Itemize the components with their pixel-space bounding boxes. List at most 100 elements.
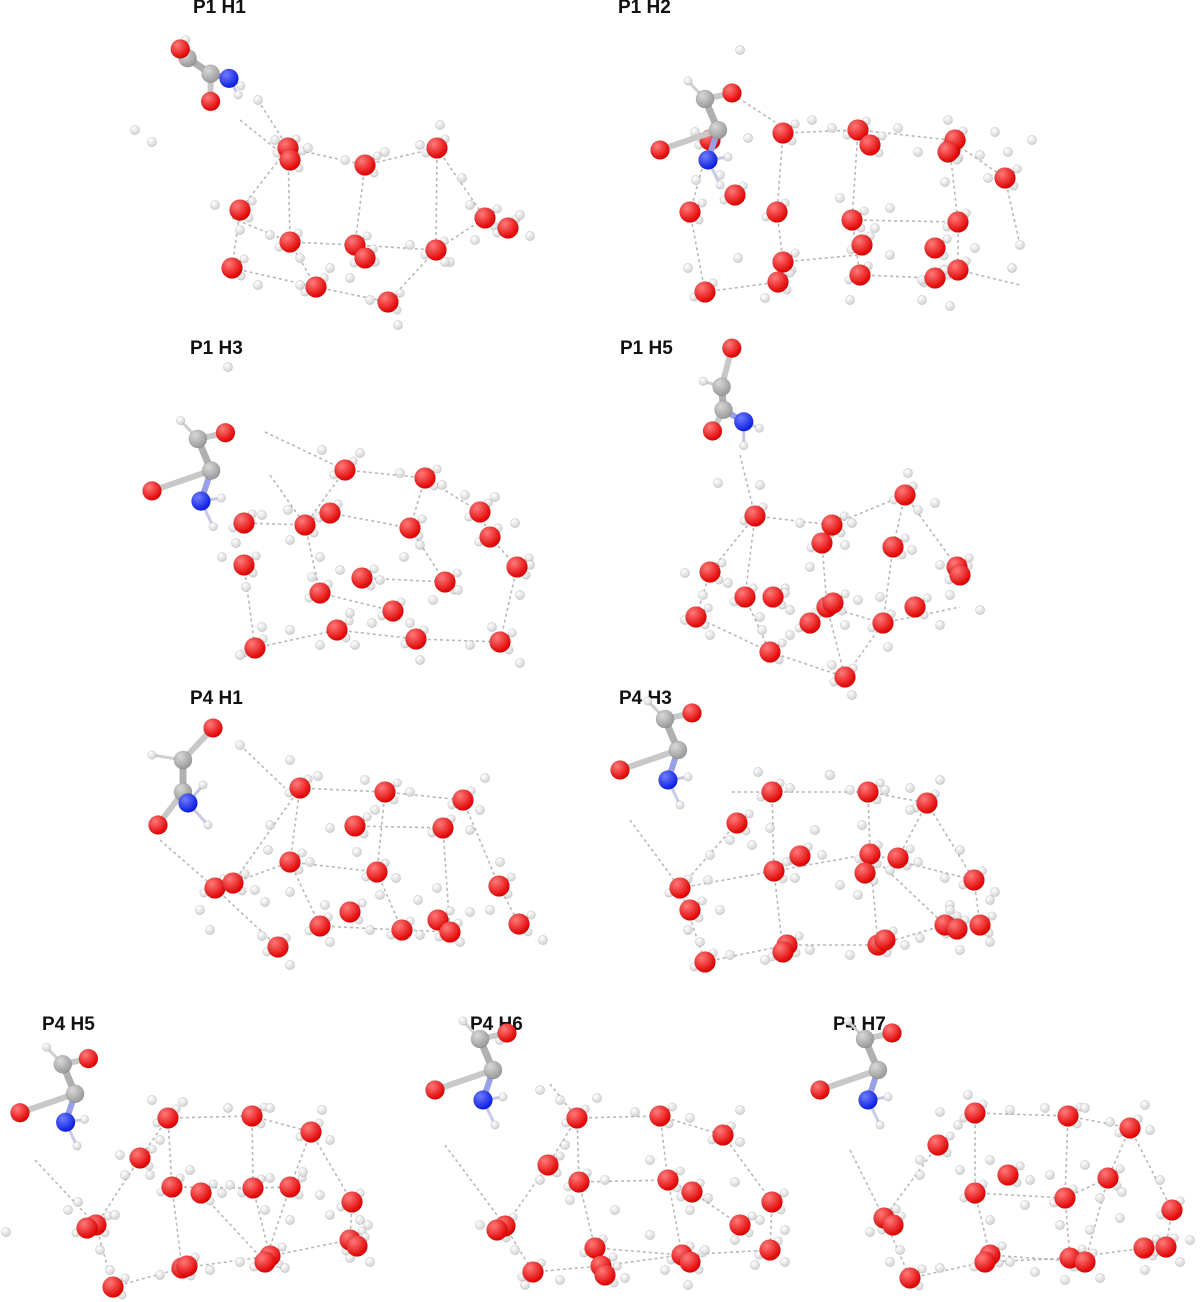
hydrogen-atom xyxy=(307,572,317,582)
oxygen-atom xyxy=(726,812,748,834)
oxygen-atom xyxy=(391,919,413,941)
oxygen-atom xyxy=(294,514,316,536)
oxygen-atom xyxy=(899,1267,921,1289)
carbon-atom xyxy=(868,1060,888,1080)
hydrogen-bond xyxy=(167,1115,253,1119)
oxygen-atom xyxy=(702,421,723,441)
molecular-cluster-diagram xyxy=(810,1016,1195,1291)
oxygen-atom xyxy=(354,247,376,269)
hydrogen-bond xyxy=(384,791,464,801)
hydrogen-bond xyxy=(882,606,961,624)
hydrogen-atom xyxy=(608,1252,618,1262)
hydrogen-atom xyxy=(807,115,817,125)
molecular-cluster-diagram xyxy=(610,696,1000,973)
panel-title: P4 H5 xyxy=(42,1014,95,1035)
hydrogen-atom xyxy=(1140,1100,1150,1110)
hydrogen-atom xyxy=(698,376,708,386)
hydrogen-atom xyxy=(460,490,470,500)
hydrogen-bond xyxy=(974,1112,1069,1117)
hydrogen-bond xyxy=(869,853,975,881)
nitrogen-atom xyxy=(858,1090,878,1110)
hydrogen-bond xyxy=(287,147,291,243)
hydrogen-atom xyxy=(940,177,950,187)
hydrogen-atom xyxy=(325,1210,335,1220)
hydrogen-bond xyxy=(159,839,216,889)
hydrogen-atom xyxy=(235,1257,245,1267)
hydrogen-bond xyxy=(354,244,437,251)
hydrogen-bond xyxy=(782,254,859,263)
hydrogen-bond xyxy=(424,477,481,513)
hydrogen-atom xyxy=(510,518,520,528)
hydrogen-atom xyxy=(393,320,403,330)
oxygen-atom xyxy=(148,815,168,835)
hydrogen-atom xyxy=(363,1220,373,1230)
hydrogen-atom xyxy=(975,150,985,160)
hydrogen-bond xyxy=(851,129,859,221)
oxygen-atom xyxy=(434,571,456,593)
hydrogen-atom xyxy=(790,248,800,258)
oxygen-atom xyxy=(947,259,969,281)
hydrogen-atom xyxy=(915,933,925,943)
hydrogen-atom xyxy=(985,895,995,905)
hydrogen-atom xyxy=(735,1137,745,1147)
oxygen-atom xyxy=(309,582,331,604)
hydrogen-atom xyxy=(372,151,382,161)
hydrogen-atom xyxy=(95,1245,105,1255)
covalent-bond xyxy=(432,1067,496,1093)
hydrogen-atom xyxy=(835,193,845,203)
oxygen-atom xyxy=(821,514,843,536)
hydrogen-atom xyxy=(317,445,327,455)
oxygen-atom xyxy=(882,536,904,558)
hydrogen-atom xyxy=(217,1188,227,1198)
hydrogen-atom xyxy=(355,1215,365,1225)
oxygen-atom xyxy=(759,1239,781,1261)
hydrogen-atom xyxy=(790,119,800,129)
hydrogen-atom xyxy=(223,1103,233,1113)
hydrogen-atom xyxy=(790,873,800,883)
hydrogen-atom xyxy=(305,857,315,867)
hydrogen-atom xyxy=(1040,1103,1050,1113)
hydrogen-atom xyxy=(216,493,226,503)
hydrogen-atom xyxy=(535,1175,545,1185)
panel-p4h6: P4 H6 xyxy=(400,1000,800,1302)
oxygen-atom xyxy=(1119,1117,1141,1139)
hydrogen-atom xyxy=(203,820,213,830)
hydrogen-atom xyxy=(893,123,903,133)
hydrogen-atom xyxy=(515,210,525,220)
hydrogen-atom xyxy=(515,590,525,600)
hydrogen-atom xyxy=(155,1270,165,1280)
hydrogen-atom xyxy=(905,844,915,854)
hydrogen-bond xyxy=(974,1192,1066,1199)
panel-title: P1 H3 xyxy=(190,338,243,359)
oxygen-atom xyxy=(497,217,519,239)
hydrogen-atom xyxy=(1020,1200,1030,1210)
hydrogen-atom xyxy=(1095,1193,1105,1203)
oxygen-atom xyxy=(894,484,916,506)
hydrogen-atom xyxy=(360,775,370,785)
hydrogen-atom xyxy=(730,1235,740,1245)
oxygen-atom xyxy=(300,1121,322,1143)
hydrogen-atom xyxy=(840,540,850,550)
oxygen-atom xyxy=(279,231,301,253)
hydrogen-atom xyxy=(285,755,295,765)
oxygen-atom xyxy=(699,561,721,583)
hydrogen-atom xyxy=(335,565,345,575)
hydrogen-bond xyxy=(499,566,518,643)
carbon-atom xyxy=(714,400,733,420)
hydrogen-atom xyxy=(1140,1265,1150,1275)
oxygen-atom xyxy=(254,1251,276,1273)
oxygen-atom xyxy=(851,234,873,256)
hydrogen-atom xyxy=(997,1241,1007,1251)
hydrogen-atom xyxy=(1015,240,1025,250)
oxygen-atom xyxy=(382,600,404,622)
oxygen-atom xyxy=(772,122,794,144)
hydrogen-atom xyxy=(217,552,227,562)
oxygen-atom xyxy=(722,338,742,358)
hydrogen-atom xyxy=(417,514,427,524)
oxygen-atom xyxy=(522,1261,544,1283)
oxygen-atom xyxy=(650,140,670,160)
hydrogen-atom xyxy=(490,1120,500,1130)
hydrogen-atom xyxy=(780,1225,790,1235)
oxygen-atom xyxy=(176,1255,198,1277)
hydrogen-atom xyxy=(457,173,467,183)
